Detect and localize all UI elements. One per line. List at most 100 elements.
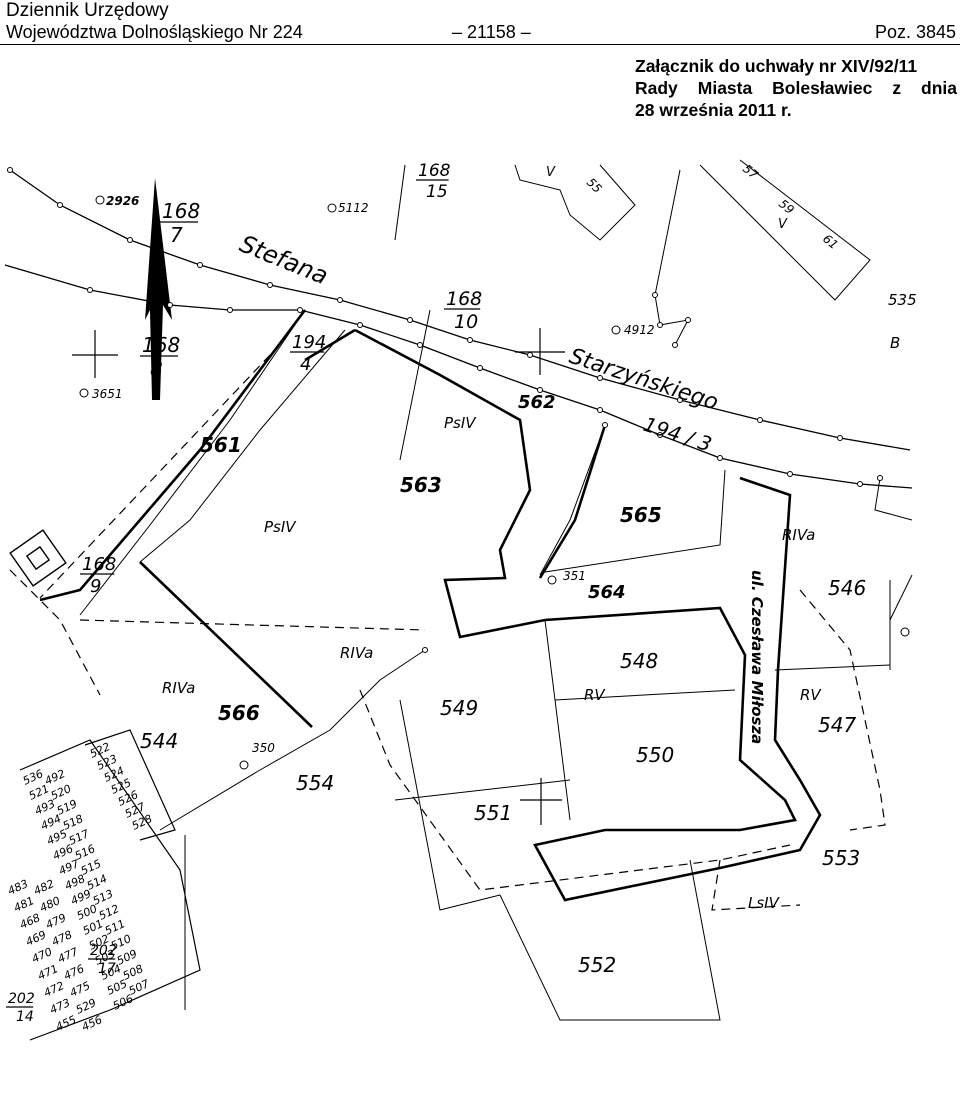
house-number-57: 57 bbox=[740, 162, 761, 183]
fraction-numerator: 168 bbox=[446, 288, 482, 310]
house-number-55: 55 bbox=[584, 175, 605, 196]
boundary-node bbox=[652, 292, 658, 298]
small-parcel-number: 469 bbox=[24, 928, 49, 949]
parcel-552: 552 bbox=[578, 953, 616, 977]
boundary-node bbox=[527, 352, 533, 358]
road-number: 194 / 3 bbox=[640, 412, 714, 457]
survey-point-icon bbox=[79, 388, 89, 398]
annex-line-3: 28 września 2011 r. bbox=[635, 100, 792, 120]
survey-crosses bbox=[72, 328, 565, 825]
boundary-node bbox=[87, 287, 93, 293]
land-class-v-b: V bbox=[778, 217, 788, 232]
journal-subtitle: Województwa Dolnośląskiego Nr 224 bbox=[6, 22, 303, 42]
boundary-node bbox=[7, 167, 13, 173]
parcel-549: 549 bbox=[440, 696, 478, 720]
point-2926: 2926 bbox=[106, 194, 139, 208]
boundary-node bbox=[267, 282, 273, 288]
boundary-node bbox=[657, 432, 663, 438]
fraction-numerator: 202 bbox=[90, 943, 117, 959]
survey-nodes bbox=[7, 167, 910, 770]
parcel-562: 562 bbox=[518, 392, 556, 413]
small-parcel-number: 470 bbox=[30, 945, 55, 966]
boundary-node bbox=[677, 397, 683, 403]
fraction-numerator: 168 bbox=[142, 333, 180, 357]
building-square-icon bbox=[9, 529, 67, 587]
boundary-node bbox=[537, 387, 543, 393]
small-parcel-number: 483 bbox=[6, 877, 31, 898]
point-3651: 3651 bbox=[92, 387, 123, 401]
point-5112: 5112 bbox=[338, 201, 369, 215]
boundary-node bbox=[657, 322, 663, 328]
fraction-denominator: 14 bbox=[16, 1009, 34, 1025]
land-class-riva-c: RIVa bbox=[782, 526, 815, 544]
boundary-node bbox=[757, 417, 763, 423]
fraction-denominator: 4 bbox=[300, 354, 311, 375]
parcel-546: 546 bbox=[828, 576, 866, 600]
boundary-node bbox=[717, 455, 723, 461]
parcel-551: 551 bbox=[474, 801, 512, 825]
parcel-565: 565 bbox=[620, 503, 662, 527]
annex-caption: Załącznik do uchwały nr XIV/92/11 Rady M… bbox=[635, 55, 957, 121]
survey-point-icon bbox=[900, 627, 910, 637]
parcel-563: 563 bbox=[400, 473, 442, 497]
page-header: Dziennik Urzędowy Województwa Dolnośląsk… bbox=[0, 0, 960, 46]
survey-point-icon bbox=[611, 325, 621, 335]
annex-line-1: Załącznik do uchwały nr XIV/92/11 bbox=[635, 56, 918, 76]
fraction-numerator: 168 bbox=[418, 161, 451, 181]
parcel-548: 548 bbox=[620, 649, 658, 673]
boundary-node bbox=[167, 302, 173, 308]
plot-outlines bbox=[39, 309, 822, 902]
parcel-566: 566 bbox=[218, 701, 260, 725]
parcel-554: 554 bbox=[296, 771, 334, 795]
survey-point-icon bbox=[327, 203, 337, 213]
house-number-59: 59 bbox=[776, 197, 797, 218]
small-parcel-number: 476 bbox=[62, 962, 87, 983]
small-parcel-numbers: 5364925215204935194945184955174965164975… bbox=[6, 740, 155, 1034]
land-class-rv-b: RV bbox=[800, 686, 822, 704]
parcel-544: 544 bbox=[140, 729, 178, 753]
cadastral-map: Stefana Starzyńskiego ul. Czesława Miłos… bbox=[4, 159, 917, 1041]
point-351: 351 bbox=[563, 569, 586, 583]
boundary-node bbox=[227, 307, 233, 313]
boundary-node bbox=[597, 407, 603, 413]
fraction-denominator: 17 bbox=[98, 961, 116, 977]
boundary-node bbox=[597, 375, 603, 381]
small-parcel-number: 456 bbox=[80, 1013, 105, 1034]
parcel-564: 564 bbox=[588, 582, 626, 603]
boundary-node bbox=[837, 435, 843, 441]
small-parcel-grid bbox=[19, 729, 201, 1041]
position-number: Poz. 3845 bbox=[874, 22, 956, 42]
point-350: 350 bbox=[252, 741, 275, 755]
north-arrow-icon bbox=[145, 178, 172, 400]
small-parcel-number: 477 bbox=[56, 945, 81, 966]
parcel-boundaries bbox=[79, 159, 913, 1021]
survey-point-icon bbox=[95, 195, 105, 205]
small-parcel-number: 529 bbox=[74, 996, 99, 1017]
small-parcel-number: 472 bbox=[42, 979, 67, 1000]
dashed-boundaries bbox=[9, 354, 886, 911]
boundary-node bbox=[672, 342, 678, 348]
boundary-node bbox=[477, 365, 483, 371]
street-label-milosza: ul. Czesława Miłosza bbox=[748, 570, 766, 744]
small-parcel-number: 471 bbox=[36, 962, 61, 983]
boundary-node bbox=[57, 202, 63, 208]
small-parcel-number: 468 bbox=[18, 911, 43, 932]
annex-line-2: Rady Miasta Bolesławiec z dnia bbox=[635, 78, 957, 98]
boundary-node bbox=[467, 337, 473, 343]
small-parcel-number: 475 bbox=[68, 979, 93, 1000]
page-number: – 21158 – bbox=[452, 22, 531, 42]
survey-point-icon bbox=[239, 760, 249, 770]
boundary-node bbox=[337, 297, 343, 303]
street-label-stefana: Stefana bbox=[236, 230, 332, 291]
fraction-denominator: 15 bbox=[426, 182, 448, 202]
boundary-node bbox=[127, 237, 133, 243]
fraction-denominator: 7 bbox=[170, 223, 183, 247]
parcel-550: 550 bbox=[636, 743, 674, 767]
survey-point-icon bbox=[547, 575, 557, 585]
